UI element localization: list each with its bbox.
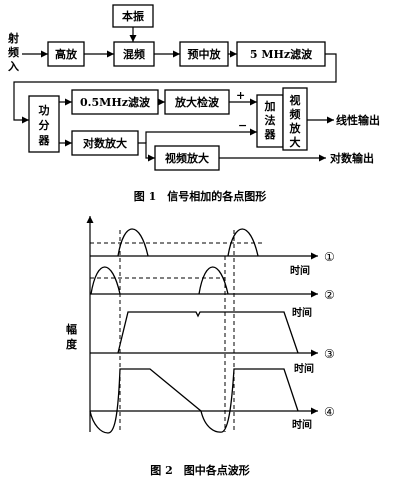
time-label-2: 时间 xyxy=(292,306,312,319)
video-amp-2-block xyxy=(282,87,308,151)
splitter-block xyxy=(28,95,60,153)
amplitude-label-1: 幅 xyxy=(66,322,77,336)
waveform-1-pulse-a xyxy=(117,228,149,257)
waveform-4-trace xyxy=(89,368,299,434)
mixer-block xyxy=(113,41,155,67)
waveform-3-envelope xyxy=(117,311,299,354)
waveform-2-pulse-b xyxy=(198,266,229,295)
pre-if-amp-label: 预中放 xyxy=(188,47,222,61)
time-label-4: 时间 xyxy=(292,418,312,431)
figure-2-caption: 图 2 图中各点波形 xyxy=(150,463,249,477)
waveform-2-pulse-a xyxy=(90,266,121,295)
rf-input-label-2: 频 xyxy=(8,45,19,59)
adder-plus-sign: + xyxy=(236,89,245,102)
rf-input-label-3: 入 xyxy=(8,60,19,73)
filter-05mhz-block xyxy=(71,89,159,115)
adder-minus-sign: − xyxy=(238,119,247,132)
conn-logamp-adder xyxy=(145,128,257,143)
filter-05mhz-label: 0.5MHz滤波 xyxy=(80,95,151,109)
amp-detect-label: 放大检波 xyxy=(174,95,220,109)
hf-amp-label: 高放 xyxy=(55,47,78,61)
conn-logamp-videoamp xyxy=(138,142,155,162)
video-amp-1-label: 视频放大 xyxy=(165,151,209,165)
video-amp-2-label-1: 视 xyxy=(290,93,301,107)
conn-filter-splitter xyxy=(13,53,337,124)
hf-amp-block xyxy=(47,41,85,67)
adder-label-3: 器 xyxy=(264,128,277,141)
mixer-label: 混频 xyxy=(123,47,145,61)
marker-4: ④ xyxy=(324,405,335,419)
time-label-3: 时间 xyxy=(294,362,314,375)
video-amp-2-label-2: 频 xyxy=(290,107,301,121)
splitter-label-3: 器 xyxy=(38,134,51,147)
adder-label-1: 加 xyxy=(264,99,276,113)
figure-2-waveforms: 幅 度 ① ② ③ ④ 时间 时间 时间 时间 图 2 图中各点波形 xyxy=(66,216,335,477)
amplitude-label-2: 度 xyxy=(66,337,78,351)
filter-5mhz-label: 5 MHz滤波 xyxy=(250,47,313,61)
figure-1-block-diagram: 射 频 入 本振 高放 混频 预中放 5 MHz滤波 功 分 器 0.5MHz滤… xyxy=(7,4,380,203)
adder-block xyxy=(256,94,284,148)
figure-1-caption: 图 1 信号相加的各点图形 xyxy=(134,189,266,203)
rf-input-label-1: 射 xyxy=(7,31,19,45)
video-amp-2-label-3: 放 xyxy=(289,121,302,135)
linear-output-label: 线性输出 xyxy=(336,113,380,127)
marker-1: ① xyxy=(324,250,335,264)
waveform-1-pulse-b xyxy=(227,228,259,257)
log-amp-label: 对数放大 xyxy=(83,136,127,150)
video-amp-2-label-4: 大 xyxy=(290,135,301,149)
log-output-label: 对数输出 xyxy=(330,151,374,165)
splitter-label-2: 分 xyxy=(39,118,50,132)
pre-if-amp-block xyxy=(179,41,229,67)
marker-3: ③ xyxy=(324,347,335,361)
marker-2: ② xyxy=(324,288,335,302)
splitter-label-1: 功 xyxy=(39,103,50,117)
filter-5mhz-block xyxy=(236,41,326,67)
local-osc-label: 本振 xyxy=(122,9,144,23)
adder-label-2: 法 xyxy=(265,113,276,127)
time-label-1: 时间 xyxy=(290,264,310,277)
